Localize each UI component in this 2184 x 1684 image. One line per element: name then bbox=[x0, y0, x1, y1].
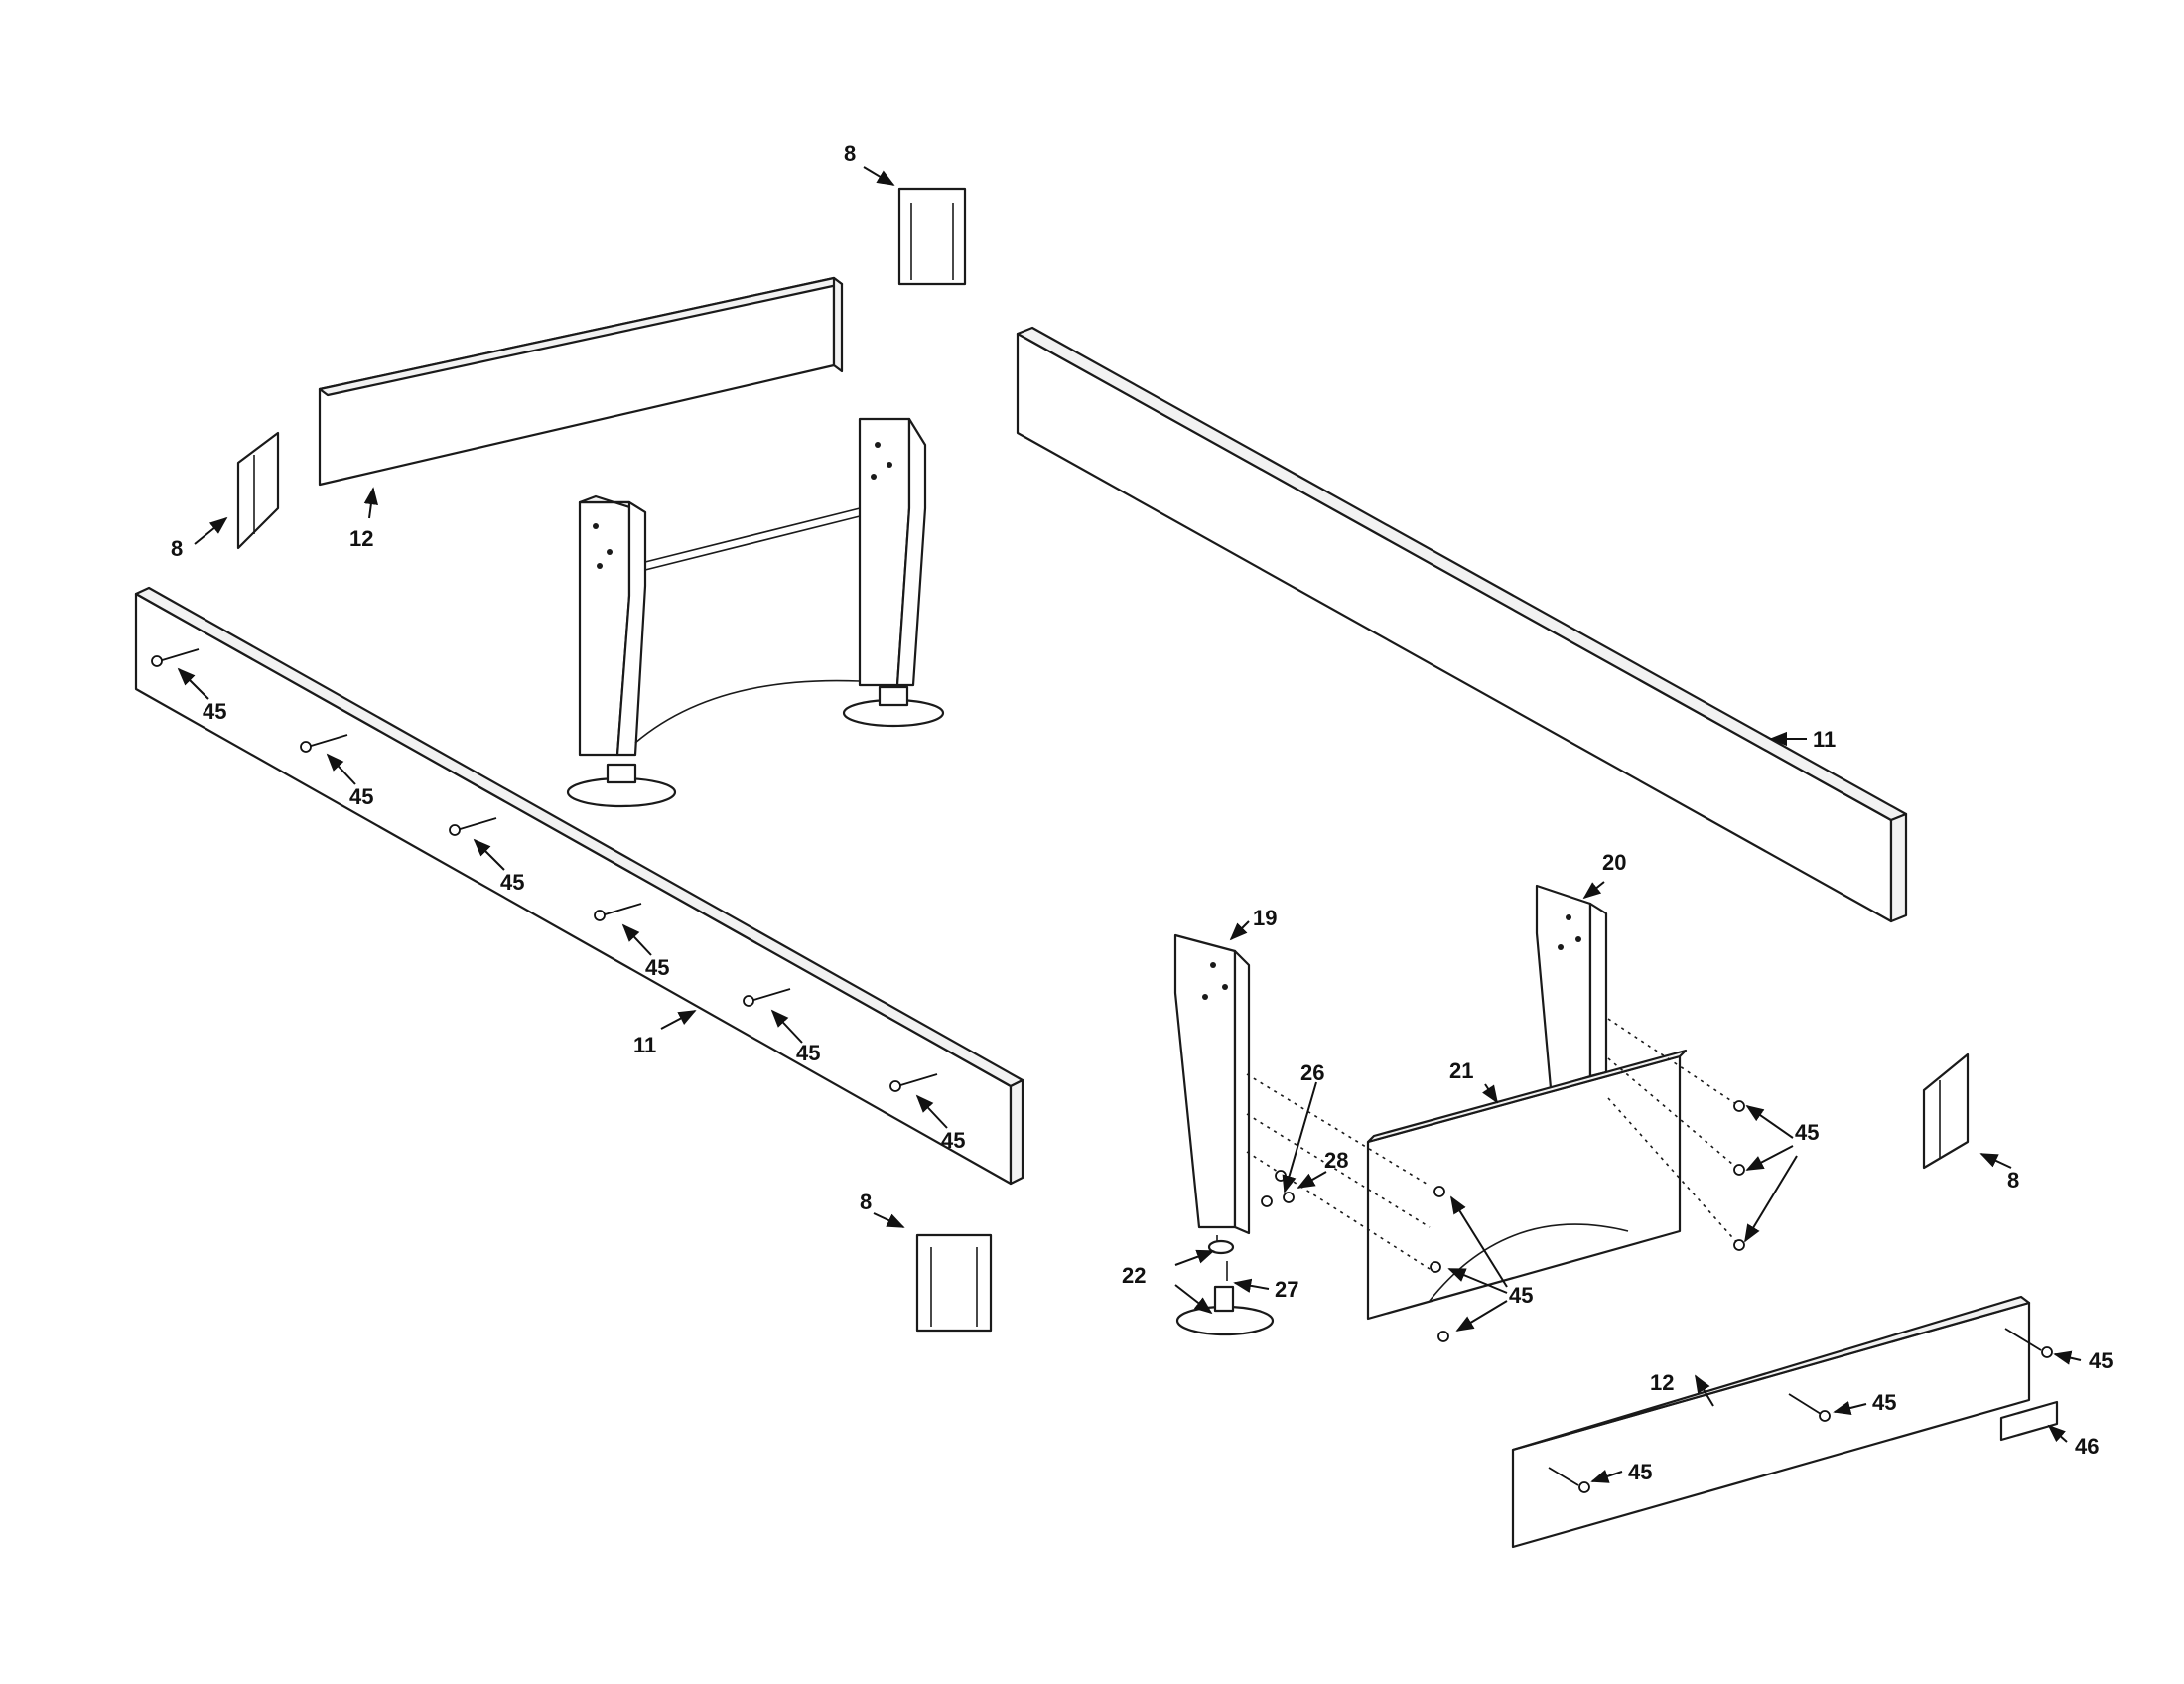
leader-arrows bbox=[177, 166, 2082, 1483]
label-45-b: 45 bbox=[349, 784, 373, 809]
label-26: 26 bbox=[1300, 1060, 1324, 1085]
label-8-left: 8 bbox=[171, 536, 183, 561]
label-27: 27 bbox=[1275, 1277, 1298, 1302]
end-rail-top bbox=[318, 276, 844, 487]
label-plate-46 bbox=[1999, 1400, 2059, 1442]
label-45-k: 45 bbox=[1628, 1460, 1652, 1484]
label-45-a: 45 bbox=[203, 699, 226, 724]
label-45-j: 45 bbox=[1872, 1390, 1896, 1415]
corner-bracket-bottom bbox=[915, 1233, 993, 1333]
label-8-right: 8 bbox=[2007, 1168, 2019, 1193]
long-rail-left bbox=[134, 586, 1024, 1186]
leg-20 bbox=[1535, 884, 1608, 1090]
screws bbox=[151, 648, 2053, 1493]
long-rail-right bbox=[1016, 326, 1908, 923]
leg-19 bbox=[1173, 933, 1275, 1336]
label-21: 21 bbox=[1449, 1058, 1473, 1083]
end-rail-bottom bbox=[1511, 1295, 2031, 1549]
label-45-h: 45 bbox=[1509, 1283, 1533, 1308]
label-12-top: 12 bbox=[349, 526, 373, 551]
label-11-right: 11 bbox=[1813, 727, 1836, 752]
label-22: 22 bbox=[1122, 1263, 1146, 1288]
label-45-f: 45 bbox=[941, 1128, 965, 1153]
corner-bracket-right bbox=[1922, 1052, 1970, 1170]
label-11-left: 11 bbox=[633, 1033, 656, 1057]
label-19: 19 bbox=[1253, 906, 1277, 930]
label-45-g: 45 bbox=[1795, 1120, 1819, 1145]
corner-bracket-left bbox=[236, 431, 280, 550]
alignment-lines bbox=[1246, 1018, 1740, 1270]
label-8-bottom: 8 bbox=[860, 1190, 872, 1214]
label-20: 20 bbox=[1602, 850, 1626, 875]
callout-labels: 8 8 12 11 11 8 8 20 19 21 26 28 22 27 12… bbox=[171, 141, 2113, 1484]
label-45-c: 45 bbox=[500, 870, 524, 895]
label-28: 28 bbox=[1324, 1148, 1348, 1173]
label-45-d: 45 bbox=[645, 955, 669, 980]
label-12-bottom: 12 bbox=[1650, 1370, 1674, 1395]
label-8-top: 8 bbox=[844, 141, 856, 166]
leg-assembly-back bbox=[566, 417, 945, 808]
apron-panel-21 bbox=[1366, 1049, 1688, 1321]
label-46: 46 bbox=[2075, 1434, 2099, 1459]
label-45-e: 45 bbox=[796, 1041, 820, 1065]
label-45-i: 45 bbox=[2089, 1348, 2113, 1373]
corner-bracket-top bbox=[897, 187, 967, 286]
